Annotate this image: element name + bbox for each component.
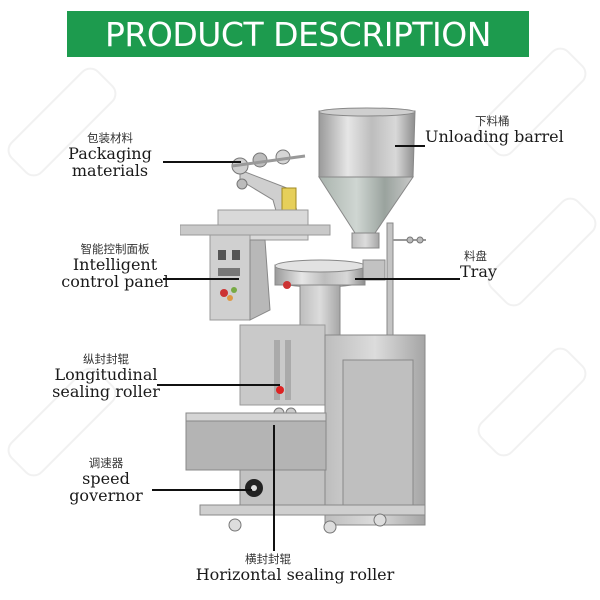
label-en: Tray — [460, 262, 497, 282]
label-en: Horizontal sealing roller — [195, 565, 395, 585]
label-longitudinal-sealing-roller: 纵封封辊 Longitudinal sealing roller — [45, 353, 167, 401]
label-cn: 智能控制面板 — [80, 242, 150, 256]
pointer-line-tray — [355, 278, 460, 280]
label-en: Longitudinal — [54, 365, 158, 385]
label-en: Unloading barrel — [425, 127, 564, 147]
pointer-line-speed — [152, 489, 252, 491]
label-speed-governor: 调速器 speed governor — [60, 457, 152, 505]
label-cn: 下料桶 — [475, 114, 510, 128]
pointer-line-packaging — [163, 161, 241, 163]
label-unloading-barrel: 下料桶 Unloading barrel — [425, 115, 577, 146]
label-en: control panel — [61, 271, 169, 291]
label-cn: 料盘 — [464, 249, 487, 263]
label-cn: 纵封封辊 — [83, 352, 129, 366]
label-en: sealing roller — [52, 381, 160, 401]
label-en: materials — [71, 160, 149, 180]
page-title: PRODUCT DESCRIPTION — [105, 14, 491, 54]
watermark — [472, 342, 592, 462]
label-horizontal-sealing-roller: 横封封辊 Horizontal sealing roller — [185, 553, 405, 584]
label-en: Packaging — [68, 144, 152, 164]
packaging-machine-image — [180, 107, 426, 534]
label-en: speed — [82, 469, 130, 489]
label-cn: 调速器 — [88, 456, 124, 470]
label-cn: 横封封辊 — [245, 552, 291, 566]
label-tray: 料盘 Tray — [460, 250, 510, 281]
pointer-line-unloading — [395, 145, 425, 147]
pointer-line-horizontal — [273, 425, 275, 551]
pointer-line-control — [163, 278, 239, 280]
label-packaging-materials: 包装材料 Packaging materials — [58, 132, 162, 180]
label-control-panel: 智能控制面板 Intelligent control panel — [55, 243, 175, 291]
label-cn: 包装材料 — [87, 131, 133, 145]
title-banner: PRODUCT DESCRIPTION — [67, 11, 529, 57]
label-en: Intelligent — [72, 255, 158, 275]
pointer-line-longitudinal — [157, 384, 280, 386]
label-en: governor — [69, 485, 143, 505]
